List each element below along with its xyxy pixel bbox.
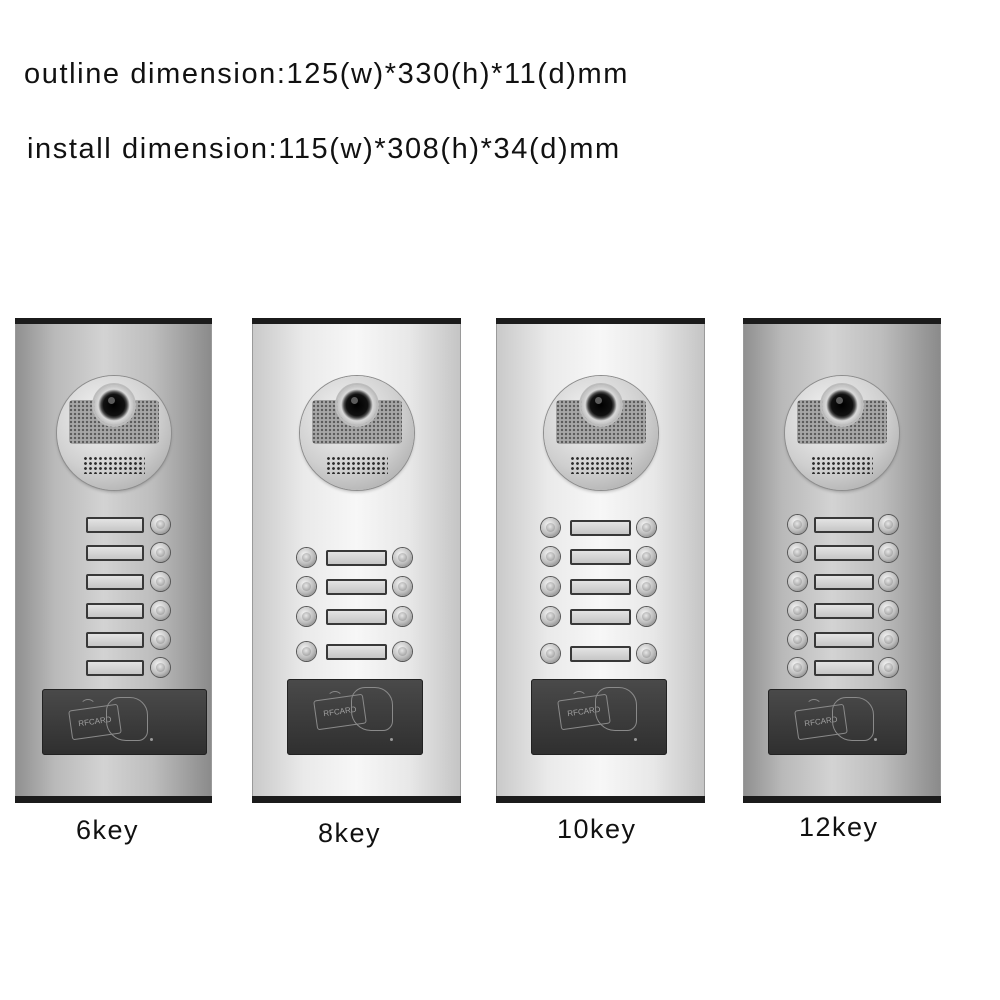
call-button[interactable] [297, 548, 316, 567]
camera-speaker-module [299, 376, 414, 490]
status-led [390, 738, 393, 741]
hand-icon [351, 687, 393, 731]
signal-wave-icon [806, 699, 822, 715]
name-label [814, 574, 874, 590]
name-label [86, 517, 144, 533]
rfid-reader: RFCARD [42, 689, 207, 755]
call-button[interactable] [541, 577, 560, 596]
outline-dimension-text: outline dimension:125(w)*330(h)*11(d)mm [24, 58, 630, 90]
call-button[interactable] [297, 577, 316, 596]
name-label [86, 545, 144, 561]
call-button[interactable] [788, 630, 807, 649]
rfid-reader: RFCARD [287, 679, 423, 755]
call-button[interactable] [151, 601, 170, 620]
call-button[interactable] [151, 630, 170, 649]
call-button[interactable] [393, 607, 412, 626]
signal-wave-icon [80, 699, 96, 715]
name-label [86, 574, 144, 590]
call-button[interactable] [393, 548, 412, 567]
status-led [874, 738, 877, 741]
name-label [326, 579, 387, 595]
call-button[interactable] [393, 642, 412, 661]
call-button[interactable] [151, 572, 170, 591]
signal-wave-icon [327, 691, 343, 707]
install-dimension-text: install dimension:115(w)*308(h)*34(d)mm [27, 133, 621, 165]
name-label [326, 550, 387, 566]
camera-lens-icon [580, 385, 621, 425]
door-panel-12key: RFCARD [743, 318, 941, 803]
name-label [326, 609, 387, 625]
name-label [570, 549, 631, 565]
call-button[interactable] [788, 658, 807, 677]
name-label [570, 646, 631, 662]
call-button[interactable] [637, 577, 656, 596]
name-label [570, 609, 631, 625]
door-panel-8key: RFCARD [252, 318, 461, 803]
call-button[interactable] [541, 607, 560, 626]
call-button[interactable] [637, 607, 656, 626]
name-label [814, 660, 874, 676]
name-label [570, 520, 631, 536]
call-button[interactable] [297, 642, 316, 661]
panel-label-12key: 12key [799, 812, 879, 842]
camera-speaker-module [56, 376, 171, 490]
hand-icon [106, 697, 148, 741]
camera-speaker-module [785, 376, 899, 490]
panel-label-6key: 6key [76, 815, 140, 845]
name-label [814, 603, 874, 619]
call-button[interactable] [879, 515, 898, 534]
door-panel-6key: RFCARD [15, 318, 212, 803]
call-button[interactable] [879, 543, 898, 562]
microphone-holes [569, 456, 632, 474]
call-button[interactable] [879, 658, 898, 677]
call-button[interactable] [637, 644, 656, 663]
call-button[interactable] [637, 518, 656, 537]
call-button[interactable] [788, 515, 807, 534]
status-led [634, 738, 637, 741]
call-button[interactable] [788, 543, 807, 562]
microphone-holes [82, 456, 145, 474]
panel-label-8key: 8key [318, 818, 382, 848]
name-label [86, 632, 144, 648]
status-led [150, 738, 153, 741]
call-button[interactable] [151, 658, 170, 677]
hand-icon [595, 687, 637, 731]
call-button[interactable] [788, 572, 807, 591]
name-label [570, 579, 631, 595]
call-button[interactable] [541, 518, 560, 537]
camera-lens-icon [93, 385, 134, 425]
rfid-reader: RFCARD [531, 679, 667, 755]
door-panel-10key: RFCARD [496, 318, 705, 803]
call-button[interactable] [151, 543, 170, 562]
call-button[interactable] [297, 607, 316, 626]
call-button[interactable] [393, 577, 412, 596]
name-label [86, 660, 144, 676]
microphone-holes [811, 456, 873, 474]
camera-speaker-module [543, 376, 658, 490]
panel-label-10key: 10key [557, 814, 637, 844]
call-button[interactable] [879, 601, 898, 620]
name-label [814, 517, 874, 533]
rfid-reader: RFCARD [768, 689, 907, 755]
name-label [86, 603, 144, 619]
name-label [326, 644, 387, 660]
signal-wave-icon [571, 691, 587, 707]
call-button[interactable] [637, 547, 656, 566]
call-button[interactable] [788, 601, 807, 620]
call-button[interactable] [541, 547, 560, 566]
name-label [814, 545, 874, 561]
hand-icon [832, 697, 874, 741]
microphone-holes [325, 456, 388, 474]
call-button[interactable] [151, 515, 170, 534]
name-label [814, 632, 874, 648]
camera-lens-icon [822, 385, 862, 425]
camera-lens-icon [336, 385, 377, 425]
call-button[interactable] [541, 644, 560, 663]
call-button[interactable] [879, 572, 898, 591]
call-button[interactable] [879, 630, 898, 649]
